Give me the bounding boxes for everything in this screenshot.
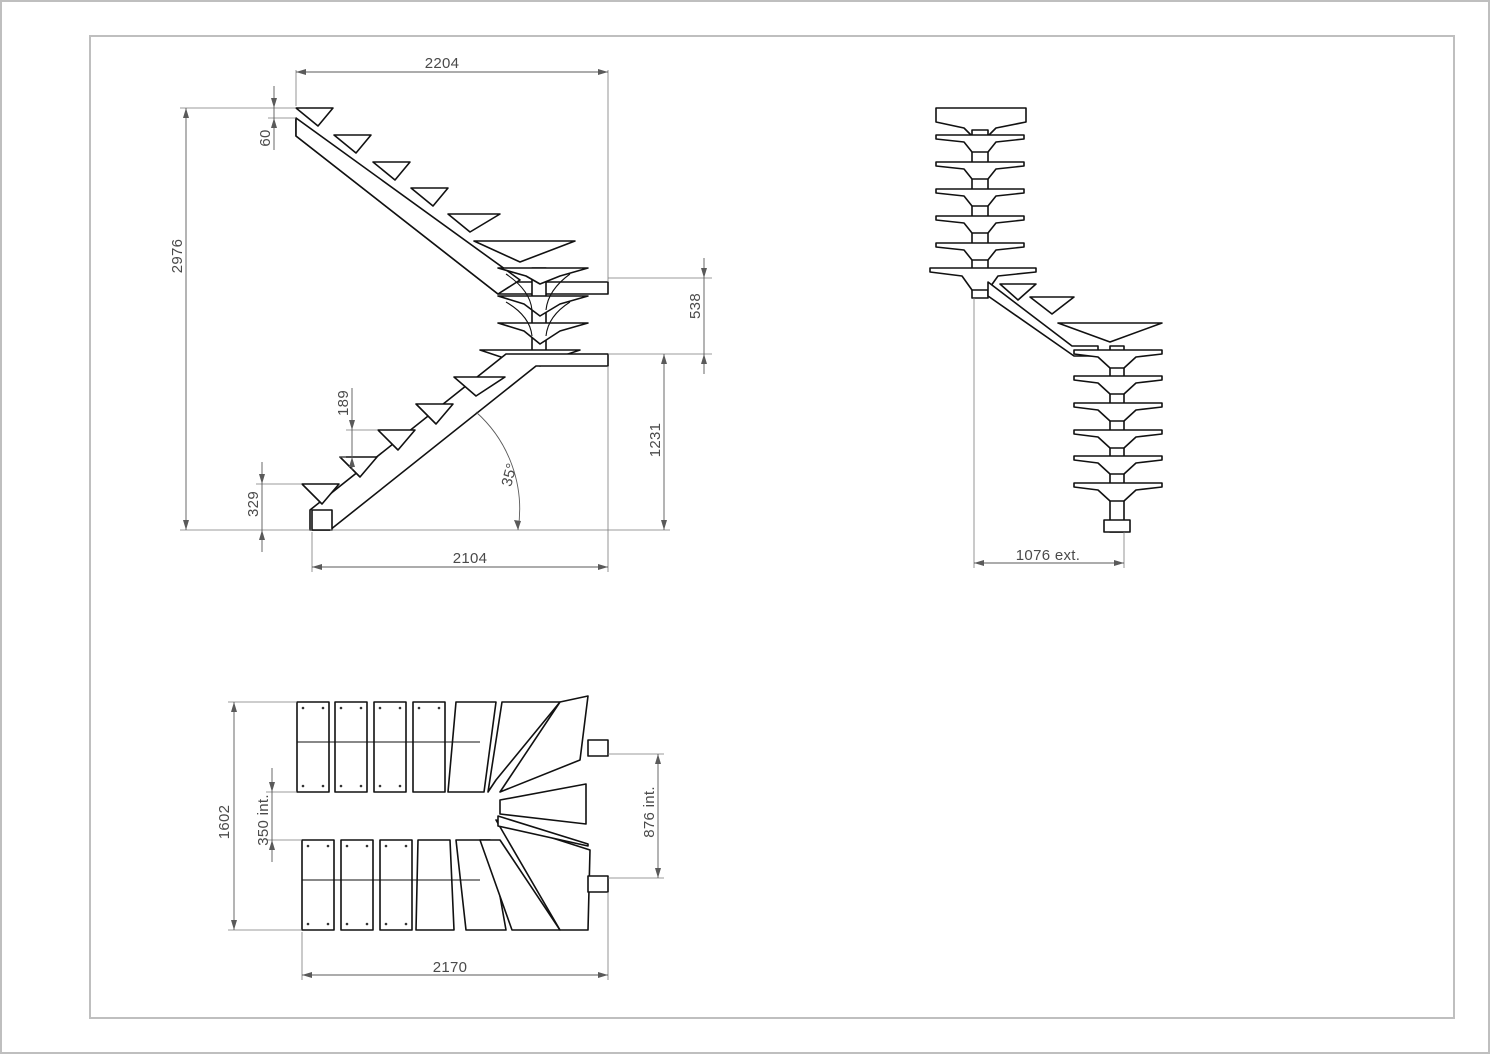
dim-plan-total-length: 2170 — [433, 959, 468, 976]
plan-column-bottom — [587, 875, 609, 893]
base-foot — [311, 509, 333, 531]
plan-upper-treads — [296, 695, 589, 793]
side-view: 2204 2976 60 538 1231 189 — [169, 55, 712, 572]
plan-fixing-dots — [301, 706, 441, 926]
upper-column-treads — [929, 134, 1037, 291]
plan-view: 1602 350 int. 876 int. 2170 — [216, 695, 664, 980]
drawing-frame — [89, 35, 1455, 1019]
dim-gap-int: 350 int. — [255, 794, 272, 846]
dim-lower-flight-height: 1231 — [647, 423, 664, 458]
plan-column-top — [587, 739, 609, 757]
dim-width-ext: 1076 ext. — [1016, 547, 1080, 564]
plan-landing-upper — [499, 783, 587, 825]
dim-landing-int: 876 int. — [641, 786, 658, 838]
front-view: 1076 ext. — [929, 107, 1163, 568]
front-diagonal-stringer — [987, 281, 1099, 357]
front-diagonal-steps — [999, 283, 1163, 343]
dim-total-length: 2204 — [425, 55, 460, 72]
dim-first-step: 329 — [245, 491, 262, 517]
dim-step-rise: 189 — [335, 390, 352, 416]
plan-landing-lower — [497, 815, 589, 847]
upper-stringer-beam — [295, 117, 521, 295]
lower-column-treads — [1073, 349, 1163, 533]
dim-angle: 35° — [498, 461, 521, 488]
dim-top-offset: 60 — [257, 129, 274, 146]
dim-plan-total-width: 1602 — [216, 805, 233, 840]
upper-flight-steps — [295, 107, 576, 263]
plan-lower-treads — [301, 819, 591, 931]
dim-total-height: 2976 — [169, 239, 186, 274]
dim-landing-height: 538 — [687, 293, 704, 319]
dim-base-length: 2104 — [453, 550, 488, 567]
